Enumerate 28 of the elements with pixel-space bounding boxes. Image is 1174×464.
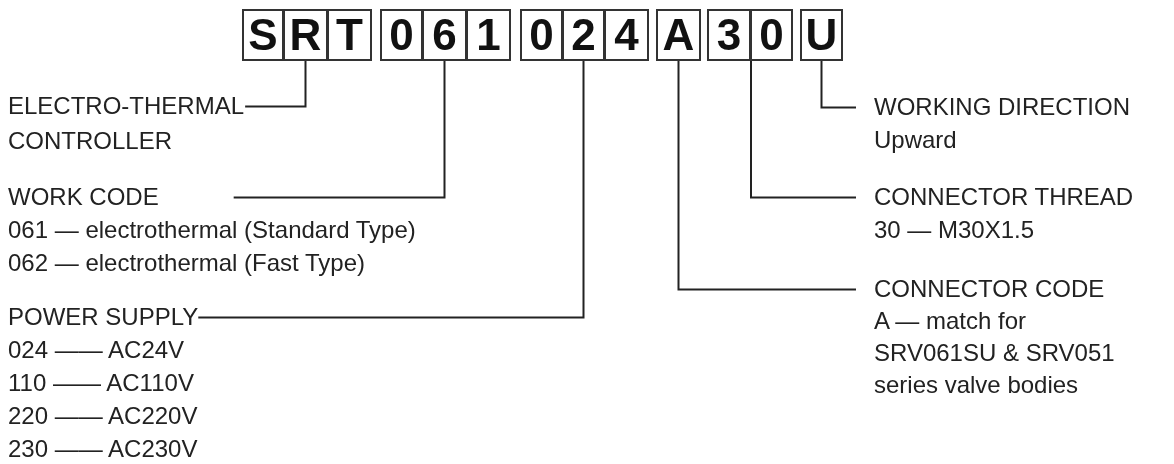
code-character-box: R — [283, 9, 328, 61]
option-text: Upward — [874, 125, 958, 155]
code-character-box: 0 — [520, 9, 563, 61]
option-text: 061 — electrothermal (Standard Type) — [8, 215, 416, 245]
field-heading: WORKING DIRECTION — [874, 92, 1130, 122]
code-character-box: 1 — [466, 9, 511, 61]
code-character-box: T — [327, 9, 372, 61]
code-character-box: 6 — [422, 9, 467, 61]
code-character-box: S — [242, 9, 284, 61]
field-heading: CONNECTOR THREAD — [874, 182, 1134, 212]
code-character-box: U — [800, 9, 843, 61]
code-character-box: A — [656, 9, 701, 61]
code-character-box: 0 — [380, 9, 423, 61]
field-heading: WORK CODE — [8, 182, 160, 212]
code-character-box: 4 — [604, 9, 649, 61]
field-heading: ELECTRO-THERMAL CONTROLLER — [8, 91, 245, 156]
option-text: 230 —— AC230V — [8, 434, 199, 464]
code-character-box: 2 — [562, 9, 605, 61]
option-text: 30 — M30X1.5 — [874, 215, 1036, 245]
option-text: 220 —— AC220V — [8, 401, 199, 431]
code-character-box: 3 — [707, 9, 751, 61]
code-character-box: 0 — [750, 9, 793, 61]
option-text: 024 —— AC24V — [8, 335, 186, 365]
option-text: A — match for SRV061SU & SRV051 series valve bodies — [874, 306, 1116, 400]
field-heading: POWER SUPPLY — [8, 302, 199, 332]
field-heading: CONNECTOR CODE — [874, 274, 1106, 304]
option-text: 110 —— AC110V — [8, 368, 195, 398]
option-text: 062 — electrothermal (Fast Type) — [8, 248, 367, 278]
